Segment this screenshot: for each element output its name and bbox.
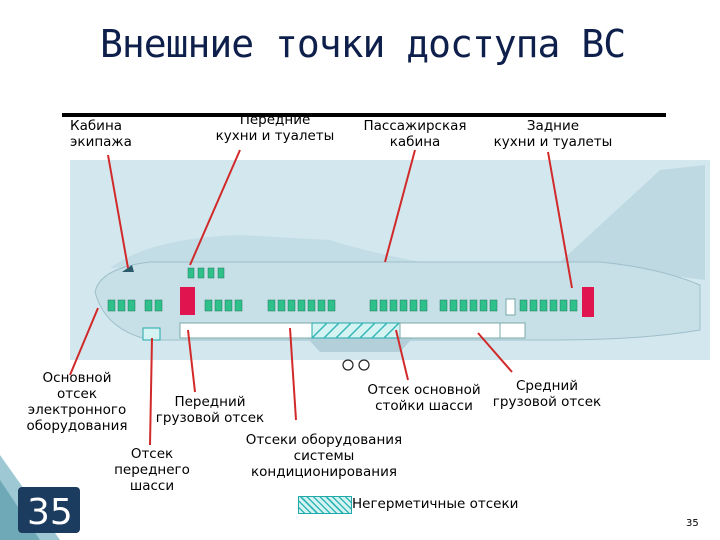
page-number: 35 [686, 518, 699, 529]
label-mid-cargo: Средний грузовой отсек [492, 378, 602, 410]
aft-service-door [505, 298, 516, 316]
tail-fin [560, 165, 705, 280]
label-forward-galleys: Передние кухни и туалеты [215, 112, 335, 144]
label-passenger-cabin: Пассажирская кабина [363, 118, 467, 150]
label-main-gear-bay: Отсек основной стойки шасси [367, 382, 481, 414]
label-ac-packs-bay: Отсеки оборудования системы кондициониро… [245, 432, 403, 480]
label-cockpit: Кабина экипажа [70, 118, 132, 150]
title-rule [62, 113, 666, 117]
label-nose-gear-bay: Отсек переднего шасси [114, 446, 190, 494]
slide-number-badge: 35 [27, 492, 73, 533]
corner-decoration [0, 455, 80, 540]
aft-door [582, 287, 594, 317]
legend-unpressurized-label: Негерметичные отсеки [352, 496, 519, 512]
cockpit-window [122, 265, 134, 272]
legend-unpressurized-swatch [298, 496, 352, 514]
mid-cargo-hold [399, 322, 501, 339]
aft-cargo-hold [499, 322, 526, 339]
forward-door [180, 287, 195, 315]
forward-cargo-hold [179, 322, 313, 339]
upper-deck-seats [187, 267, 225, 279]
engine-nacelles [342, 359, 370, 371]
main-deck-seats [107, 299, 578, 312]
main-gear-hatch-lines [311, 322, 400, 339]
fuselage [94, 261, 701, 341]
label-forward-cargo: Передний грузовой отсек [155, 394, 265, 426]
label-aft-galleys: Задние кухни и туалеты [493, 118, 613, 150]
slide-title: Внешние точки доступа ВС [100, 22, 626, 66]
upper-deck [110, 235, 420, 268]
pointer-lines [69, 149, 573, 446]
label-main-ee-bay: Основной отсек электронного оборудования [26, 370, 128, 434]
